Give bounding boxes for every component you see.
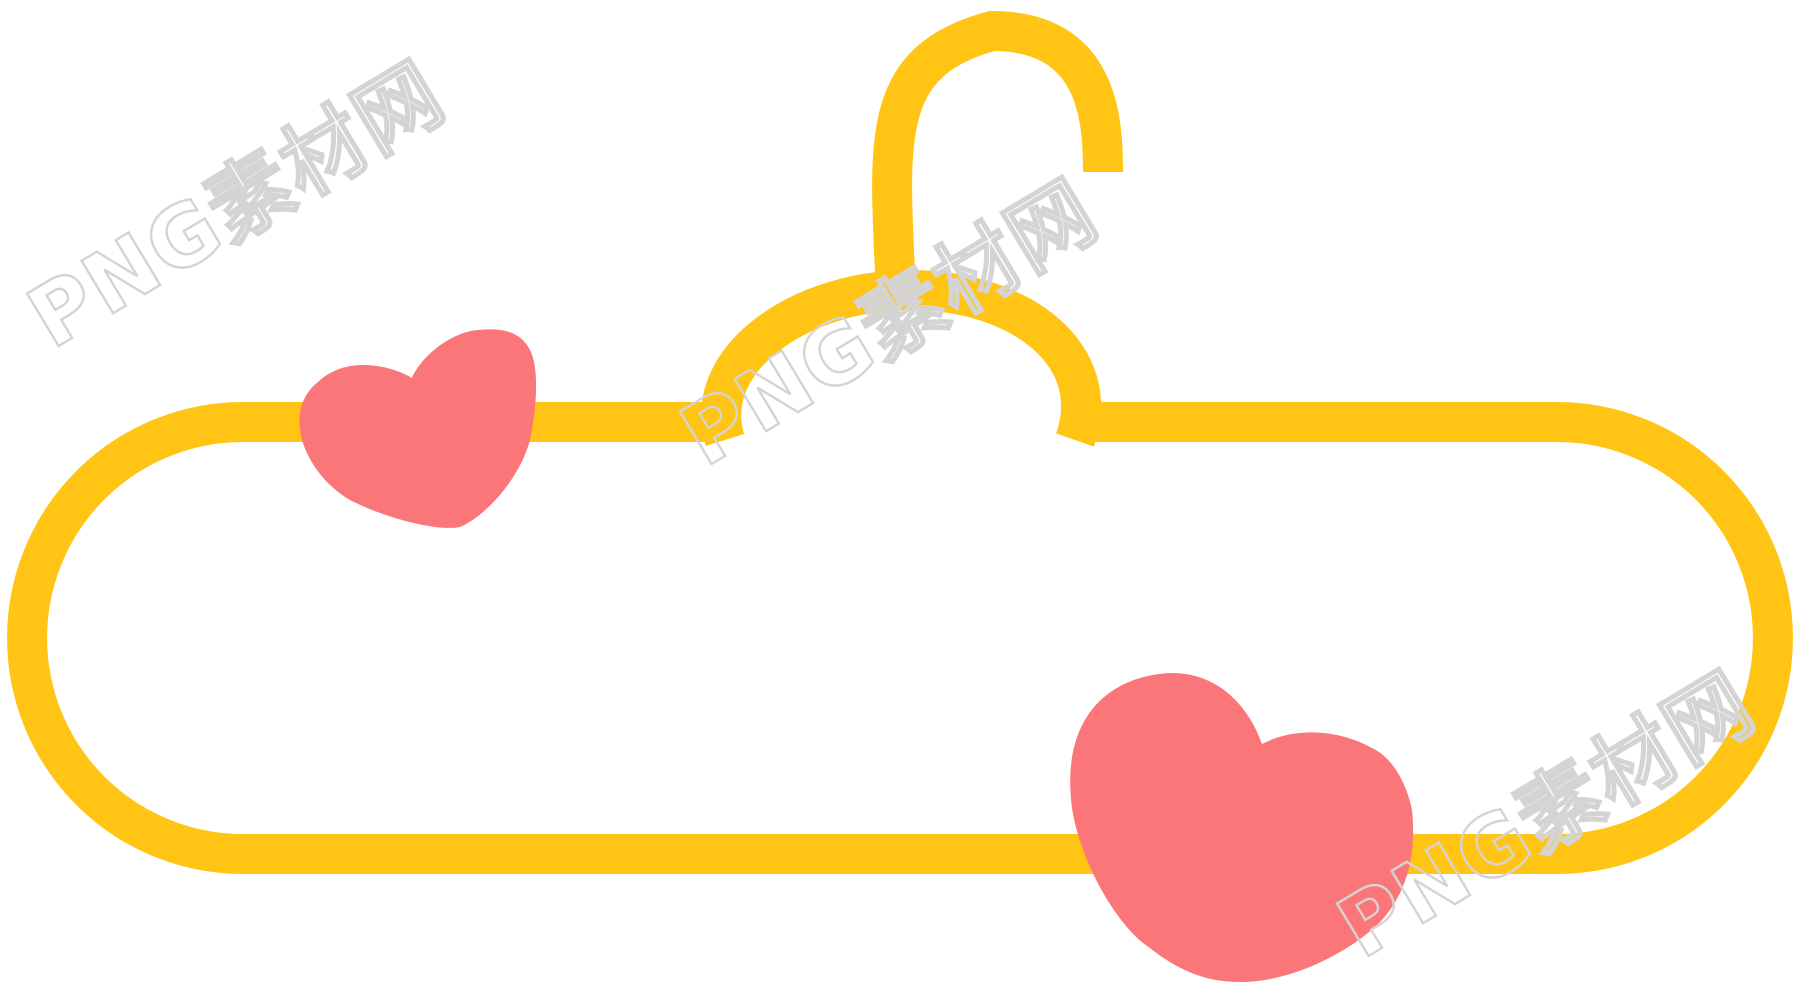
heart-icon-large — [1070, 672, 1414, 982]
watermark-text-1: PNG素材网 — [12, 44, 461, 367]
hanger-dome-icon — [701, 269, 1101, 447]
hanger-hook-icon — [872, 10, 1123, 273]
hanger-frame-icon — [7, 402, 1793, 874]
heart-icon-small — [299, 329, 537, 528]
